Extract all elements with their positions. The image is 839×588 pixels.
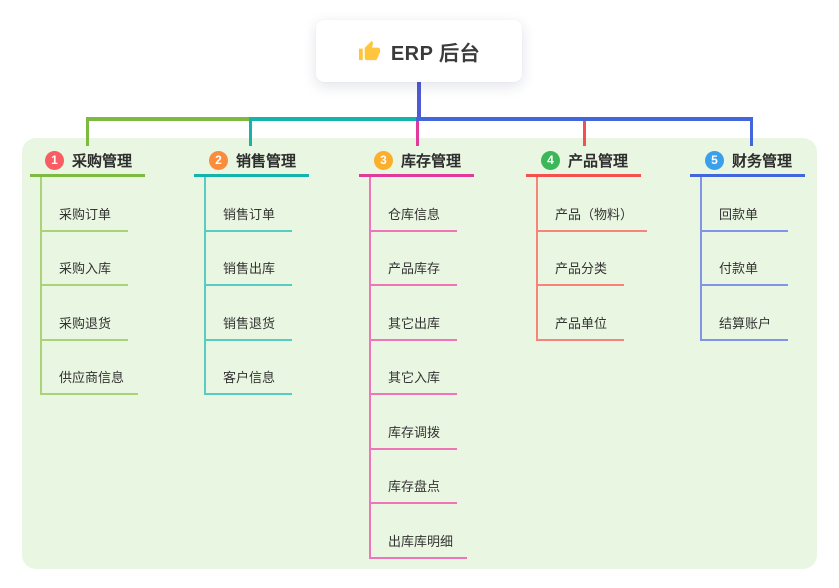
child-label: 出库库明细 bbox=[388, 533, 454, 549]
child-node[interactable]: 出库库明细 bbox=[371, 504, 468, 559]
thumbs-up-icon bbox=[358, 40, 381, 63]
priority-badge-1: 1 bbox=[45, 150, 64, 170]
branch-children: 产品（物料） 产品分类 产品单位 bbox=[536, 177, 648, 341]
child-label: 采购退货 bbox=[59, 315, 112, 331]
child-label: 销售订单 bbox=[223, 206, 276, 222]
child-node[interactable]: 仓库信息 bbox=[371, 177, 457, 232]
child-label: 采购入库 bbox=[59, 261, 112, 276]
connector-drop-sales bbox=[249, 120, 252, 146]
child-label: 库存调拨 bbox=[388, 424, 441, 440]
branch-title: 财务管理 bbox=[732, 152, 793, 170]
child-label: 产品库存 bbox=[388, 261, 441, 276]
child-node[interactable]: 结算账户 bbox=[702, 286, 788, 341]
child-label: 产品（物料） bbox=[555, 206, 634, 222]
child-node[interactable]: 其它出库 bbox=[371, 286, 457, 341]
child-label: 其它入库 bbox=[388, 370, 441, 385]
child-node[interactable]: 产品（物料） bbox=[538, 177, 648, 232]
child-node[interactable]: 其它入库 bbox=[371, 341, 457, 395]
root-title: ERP 后台 bbox=[390, 42, 481, 65]
child-label: 库存盘点 bbox=[388, 479, 441, 494]
branch-product: 4 产品管理 产品（物料） 产品分类 产品单位 bbox=[526, 146, 648, 341]
connector-horizontal-sales bbox=[249, 117, 417, 121]
child-label: 销售退货 bbox=[223, 315, 276, 331]
child-node[interactable]: 采购退货 bbox=[42, 286, 128, 341]
branch-children: 销售订单 销售出库 销售退货 客户信息 bbox=[204, 177, 309, 395]
child-label: 回款单 bbox=[719, 206, 759, 222]
child-label: 供应商信息 bbox=[59, 370, 125, 385]
branch-title: 产品管理 bbox=[568, 152, 629, 170]
branch-children: 采购订单 采购入库 采购退货 供应商信息 bbox=[40, 177, 145, 395]
root-node[interactable]: ERP 后台 bbox=[316, 20, 522, 82]
priority-badge-2: 2 bbox=[209, 150, 228, 170]
priority-badge-3: 3 bbox=[374, 150, 393, 170]
branch-children: 仓库信息 产品库存 其它出库 其它入库 库存调拨 库存盘点 出库库明细 bbox=[369, 177, 474, 559]
connector-drop-product bbox=[583, 121, 586, 146]
connector-horizontal-purchase bbox=[86, 117, 252, 121]
child-label: 仓库信息 bbox=[388, 206, 441, 222]
child-label: 结算账户 bbox=[719, 315, 772, 331]
child-node[interactable]: 客户信息 bbox=[206, 341, 292, 395]
branch-node-product[interactable]: 4 产品管理 bbox=[526, 146, 641, 177]
child-label: 客户信息 bbox=[223, 370, 276, 385]
child-label: 付款单 bbox=[719, 261, 759, 276]
child-node[interactable]: 产品分类 bbox=[538, 232, 624, 286]
child-node[interactable]: 采购订单 bbox=[42, 177, 128, 232]
root-connector-line bbox=[417, 82, 421, 118]
branch-children: 回款单 付款单 结算账户 bbox=[700, 177, 805, 341]
branch-node-purchase[interactable]: 1 采购管理 bbox=[30, 146, 145, 177]
branch-title: 销售管理 bbox=[236, 152, 297, 170]
child-label: 产品分类 bbox=[555, 261, 608, 276]
priority-badge-4: 4 bbox=[541, 150, 560, 170]
branch-sales: 2 销售管理 销售订单 销售出库 销售退货 客户信息 bbox=[194, 146, 309, 395]
connector-drop-inventory bbox=[416, 121, 419, 146]
branch-purchase: 1 采购管理 采购订单 采购入库 采购退货 供应商信息 bbox=[30, 146, 145, 395]
branch-inventory: 3 库存管理 仓库信息 产品库存 其它出库 其它入库 库存调拨 库存盘点 出库库… bbox=[359, 146, 474, 559]
child-node[interactable]: 产品单位 bbox=[538, 286, 624, 341]
connector-horizontal-finance bbox=[416, 117, 753, 121]
child-node[interactable]: 销售订单 bbox=[206, 177, 292, 232]
child-node[interactable]: 回款单 bbox=[702, 177, 788, 232]
priority-badge-5: 5 bbox=[705, 150, 724, 170]
child-node[interactable]: 供应商信息 bbox=[42, 341, 139, 395]
child-node[interactable]: 采购入库 bbox=[42, 232, 128, 286]
child-node[interactable]: 销售退货 bbox=[206, 286, 292, 341]
branch-node-sales[interactable]: 2 销售管理 bbox=[194, 146, 309, 177]
branch-finance: 5 财务管理 回款单 付款单 结算账户 bbox=[690, 146, 805, 341]
branch-node-finance[interactable]: 5 财务管理 bbox=[690, 146, 805, 177]
child-label: 采购订单 bbox=[59, 206, 112, 222]
branch-title: 库存管理 bbox=[401, 152, 462, 170]
connector-drop-finance bbox=[750, 121, 753, 146]
child-node[interactable]: 库存调拨 bbox=[371, 395, 457, 450]
child-label: 产品单位 bbox=[555, 315, 608, 331]
branch-title: 采购管理 bbox=[72, 152, 133, 170]
connector-drop-purchase bbox=[86, 120, 89, 146]
child-node[interactable]: 销售出库 bbox=[206, 232, 292, 286]
child-node[interactable]: 付款单 bbox=[702, 232, 788, 286]
branches-panel bbox=[22, 138, 817, 569]
child-node[interactable]: 库存盘点 bbox=[371, 450, 457, 504]
branch-node-inventory[interactable]: 3 库存管理 bbox=[359, 146, 474, 177]
child-label: 销售出库 bbox=[223, 261, 276, 276]
child-node[interactable]: 产品库存 bbox=[371, 232, 457, 286]
child-label: 其它出库 bbox=[388, 315, 441, 331]
